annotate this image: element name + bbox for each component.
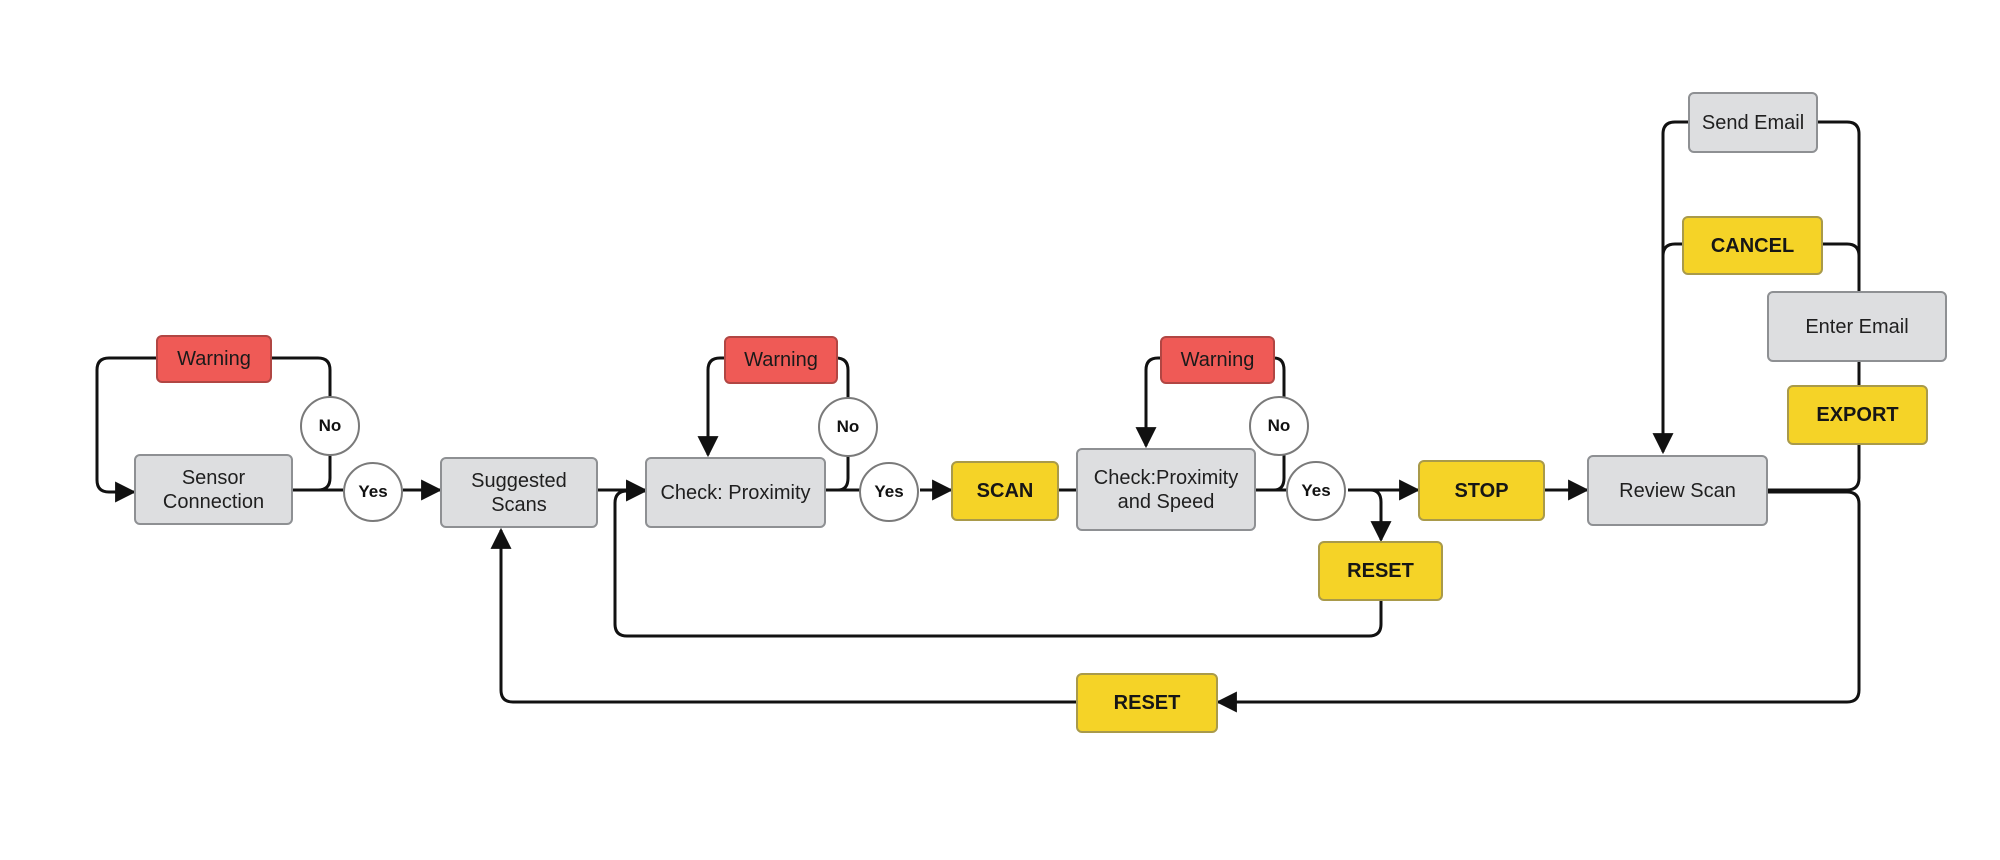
edge-reset-inner-to-check-proximity: [613, 480, 1383, 638]
edge-warning-1-to-sensor: [95, 356, 156, 503]
check-proximity-node: Check: Proximity: [645, 457, 826, 528]
send-email-node: Send Email: [1688, 92, 1818, 153]
edge-check-speed-to-no-3: [1255, 455, 1286, 492]
export-label: EXPORT: [1816, 404, 1899, 426]
decision-yes-1-label: Yes: [358, 482, 388, 501]
decision-yes-3-label: Yes: [1301, 481, 1331, 500]
edge-cancel-to-review-scan: [1661, 242, 1682, 257]
check-proximity-label: Check: Proximity: [660, 481, 811, 504]
send-email-label: Send Email: [1701, 111, 1805, 134]
decision-no-2-label: No: [836, 417, 860, 436]
decision-no-2: No: [818, 397, 878, 457]
edge-sensor-to-no-1: [292, 455, 332, 492]
export-node: EXPORT: [1787, 385, 1928, 445]
decision-yes-3: Yes: [1286, 461, 1346, 521]
suggested-scans-node: Suggested Scans: [440, 457, 598, 528]
sensor-connection-label: Sensor Connection: [162, 466, 265, 513]
suggested-scans-label: Suggested Scans: [471, 469, 567, 516]
decision-no-1-label: No: [318, 416, 342, 435]
edge-yes-3-to-reset-inner: [1369, 488, 1392, 543]
edge-warning-3-to-check-speed: [1135, 356, 1160, 449]
warning-label-2: Warning: [744, 349, 818, 371]
reset-outer-label: RESET: [1113, 692, 1181, 714]
warning-label-1: Warning: [177, 348, 251, 370]
decision-yes-2: Yes: [859, 462, 919, 522]
warning-node-1: Warning: [156, 335, 272, 383]
check-proximity-speed-label: Check:Proximity and Speed: [1093, 466, 1239, 513]
edge-send-email-to-review-scan: [1652, 120, 1690, 455]
stop-node: STOP: [1418, 460, 1545, 521]
scan-node: SCAN: [951, 461, 1059, 521]
edge-reset-outer-to-suggested-scans: [490, 527, 1076, 704]
enter-email-label: Enter Email: [1805, 315, 1909, 338]
stop-label: STOP: [1454, 479, 1509, 502]
review-scan-label: Review Scan: [1619, 479, 1736, 502]
decision-no-3: No: [1249, 396, 1309, 456]
edge-warning-2-to-check-proximity: [697, 356, 724, 458]
edge-no-1-to-warning-1: [272, 356, 332, 399]
enter-email-node: Enter Email: [1767, 291, 1947, 362]
decision-no-3-label: No: [1267, 416, 1291, 435]
edge-cancel-to-bus: [1823, 242, 1861, 257]
edge-no-2-to-warning-2: [835, 356, 850, 399]
warning-node-3: Warning: [1160, 336, 1275, 384]
scan-label: SCAN: [976, 480, 1034, 502]
edge-review-scan-to-reset-outer: [1215, 490, 1861, 713]
warning-node-2: Warning: [724, 336, 838, 384]
review-scan-node: Review Scan: [1587, 455, 1768, 526]
decision-yes-2-label: Yes: [874, 482, 904, 501]
edge-check-proximity-to-no-2: [825, 456, 850, 492]
sensor-connection-node: Sensor Connection: [134, 454, 293, 525]
check-proximity-speed-node: Check:Proximity and Speed: [1076, 448, 1256, 531]
warning-label-3: Warning: [1180, 349, 1255, 371]
cancel-node: CANCEL: [1682, 216, 1823, 275]
decision-yes-1: Yes: [343, 462, 403, 522]
reset-outer-node: RESET: [1076, 673, 1218, 733]
reset-inner-node: RESET: [1318, 541, 1443, 601]
decision-no-1: No: [300, 396, 360, 456]
cancel-label: CANCEL: [1710, 234, 1795, 257]
reset-inner-label: RESET: [1347, 560, 1414, 582]
